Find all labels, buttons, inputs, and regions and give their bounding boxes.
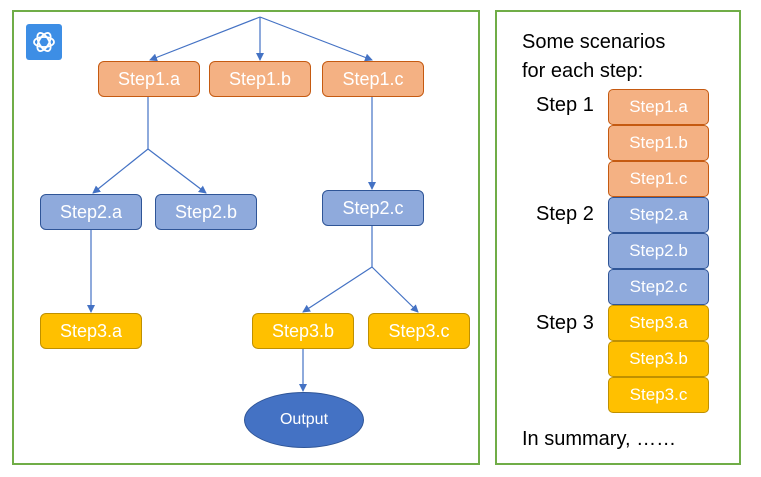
tree-node-step1-c: Step1.c xyxy=(322,61,424,97)
tree-node-step2-c: Step2.c xyxy=(322,190,424,226)
openai-logo-glyph xyxy=(33,32,55,52)
wire-branch-to-step3b xyxy=(302,266,373,313)
step1-label: Step 1 xyxy=(536,94,594,116)
tree-node-step1-b: Step1.b xyxy=(209,61,311,97)
scenarios-title-line1: Some scenarios xyxy=(522,31,666,53)
wire-branch-to-step2b xyxy=(147,148,207,194)
step2-label: Step 2 xyxy=(536,203,594,225)
stack-item-step3-b: Step3.b xyxy=(608,341,709,377)
stack-item-step1-a: Step1.a xyxy=(608,89,709,125)
summary-text: In summary, …… xyxy=(522,428,677,450)
wire-root-to-step1c xyxy=(259,16,373,62)
stack-item-step2-b: Step2.b xyxy=(608,233,709,269)
tree-node-step3-c: Step3.c xyxy=(368,313,470,349)
tree-node-step2-b: Step2.b xyxy=(155,194,257,230)
stack-item-step1-c: Step1.c xyxy=(608,161,709,197)
step3-label: Step 3 xyxy=(536,312,594,334)
tree-node-step2-a: Step2.a xyxy=(40,194,142,230)
tree-node-step3-b: Step3.b xyxy=(252,313,354,349)
openai-logo-icon xyxy=(26,24,62,60)
stack-item-step3-c: Step3.c xyxy=(608,377,709,413)
wire-branch-to-step2a xyxy=(92,148,149,194)
wire-branch-to-step3c xyxy=(371,266,419,313)
stack-item-step2-a: Step2.a xyxy=(608,197,709,233)
output-node: Output xyxy=(244,392,364,448)
stack-item-step3-a: Step3.a xyxy=(608,305,709,341)
tree-node-step3-a: Step3.a xyxy=(40,313,142,349)
tree-node-step1-a: Step1.a xyxy=(98,61,200,97)
wire-root-to-step1a xyxy=(149,16,261,62)
scenarios-title-line2: for each step: xyxy=(522,60,644,82)
stack-item-step1-b: Step1.b xyxy=(608,125,709,161)
stack-item-step2-c: Step2.c xyxy=(608,269,709,305)
